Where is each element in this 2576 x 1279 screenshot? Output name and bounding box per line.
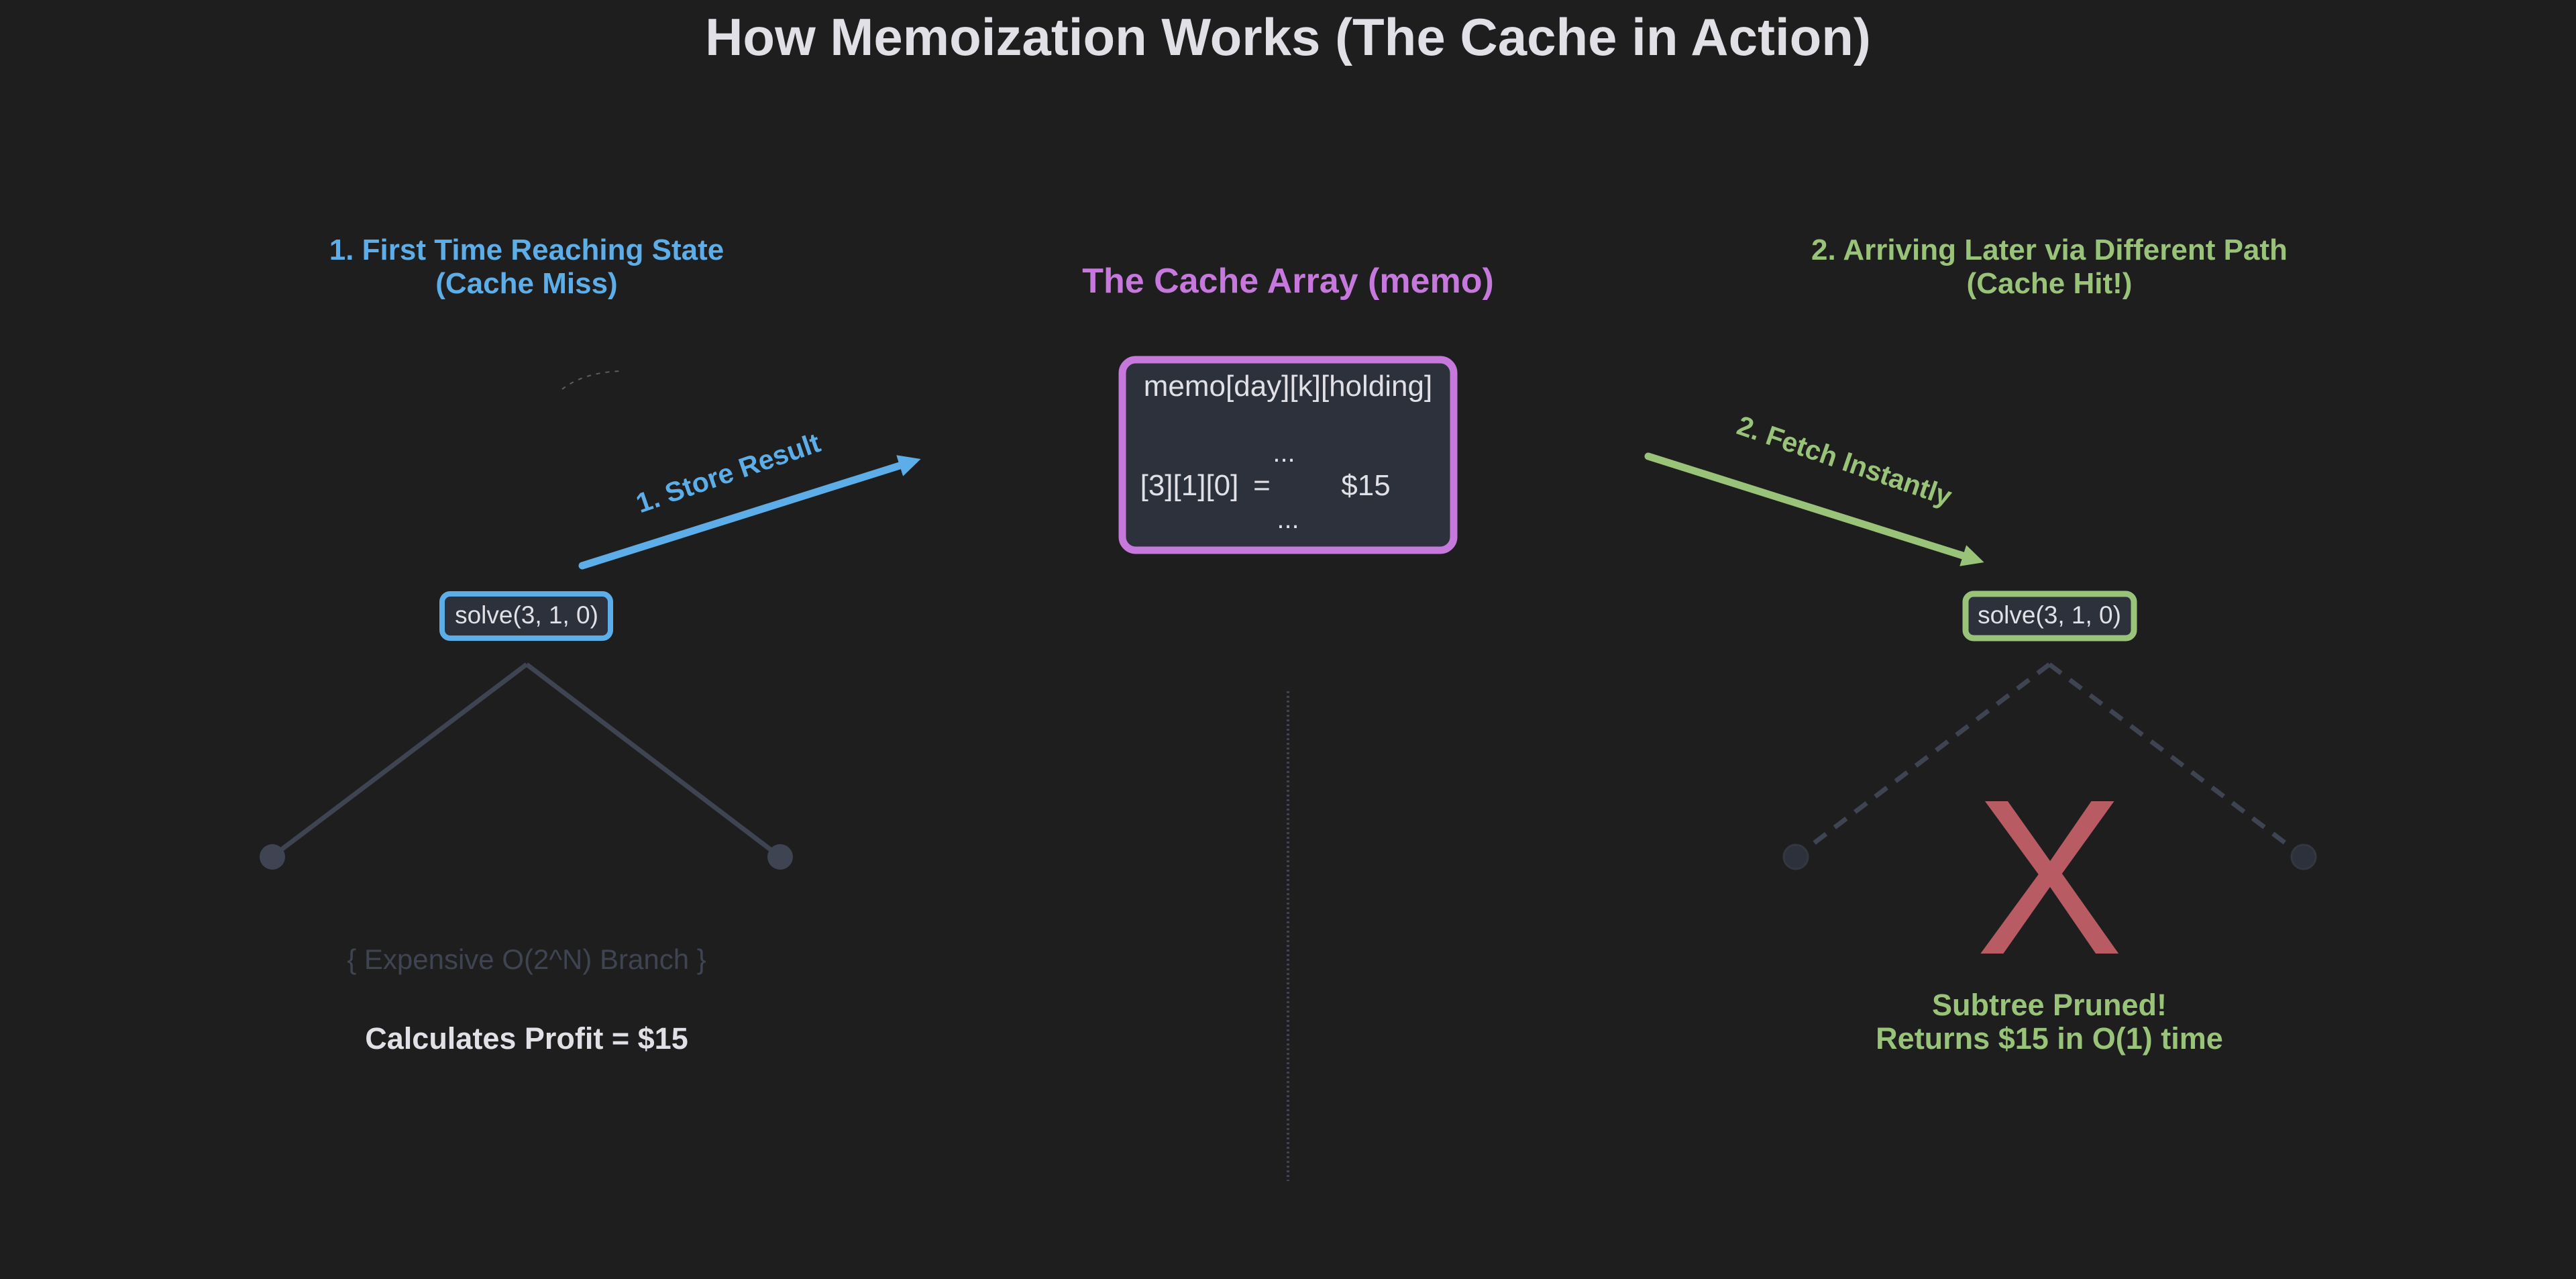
subtree-pruned-label: Subtree Pruned!: [1932, 988, 2167, 1022]
pruned-leaf-node: [1782, 843, 1809, 870]
cache-miss-heading-line2: (Cache Miss): [435, 267, 617, 300]
cache-array-heading: The Cache Array (memo): [1082, 262, 1494, 301]
solve-node-cache-miss: solve(3, 1, 0): [439, 591, 613, 641]
tree-edge-left: [270, 662, 529, 859]
store-result-label: 1. Store Result: [632, 427, 824, 519]
pruned-edge-right: [2047, 662, 2306, 859]
pruned-edge-left: [1794, 662, 2051, 859]
cache-hit-heading-line1: 2. Arriving Later via Different Path: [1811, 234, 2288, 266]
calculates-profit-label: Calculates Profit = $15: [365, 1021, 688, 1056]
memo-ellipsis-bottom: ...: [1277, 505, 1299, 534]
solve-node-cache-hit: solve(3, 1, 0): [1962, 591, 2137, 642]
memo-entry-equals: =: [1253, 469, 1271, 502]
tree-edge-right: [525, 662, 782, 859]
memo-entry-index: [3][1][0]: [1140, 469, 1239, 502]
memo-cache-box: memo[day][k][holding] ... [3][1][0] = $1…: [1118, 356, 1458, 554]
pruned-leaf-node: [2290, 843, 2317, 870]
solve-node-label: solve(3, 1, 0): [1978, 601, 2121, 629]
tree-leaf-node: [767, 844, 793, 870]
memo-ellipsis-top: ...: [1273, 438, 1295, 468]
pruned-x-icon: X: [1976, 753, 2123, 1001]
solve-node-label: solve(3, 1, 0): [455, 601, 598, 629]
cache-hit-heading-line2: (Cache Hit!): [1967, 267, 2133, 300]
store-result-arrow: [578, 455, 921, 570]
memo-header: memo[day][k][holding]: [1144, 370, 1432, 403]
tree-leaf-node: [260, 844, 285, 870]
cache-miss-heading-line1: 1. First Time Reaching State: [329, 234, 724, 266]
faint-arc-decoration: [561, 370, 621, 390]
page-title: How Memoization Works (The Cache in Acti…: [705, 7, 1871, 66]
expensive-branch-label: { Expensive O(2^N) Branch }: [347, 943, 706, 975]
returns-o1-label: Returns $15 in O(1) time: [1876, 1021, 2223, 1056]
fetch-instantly-arrow: [1644, 452, 1984, 566]
memo-entry-value: $15: [1341, 469, 1390, 502]
